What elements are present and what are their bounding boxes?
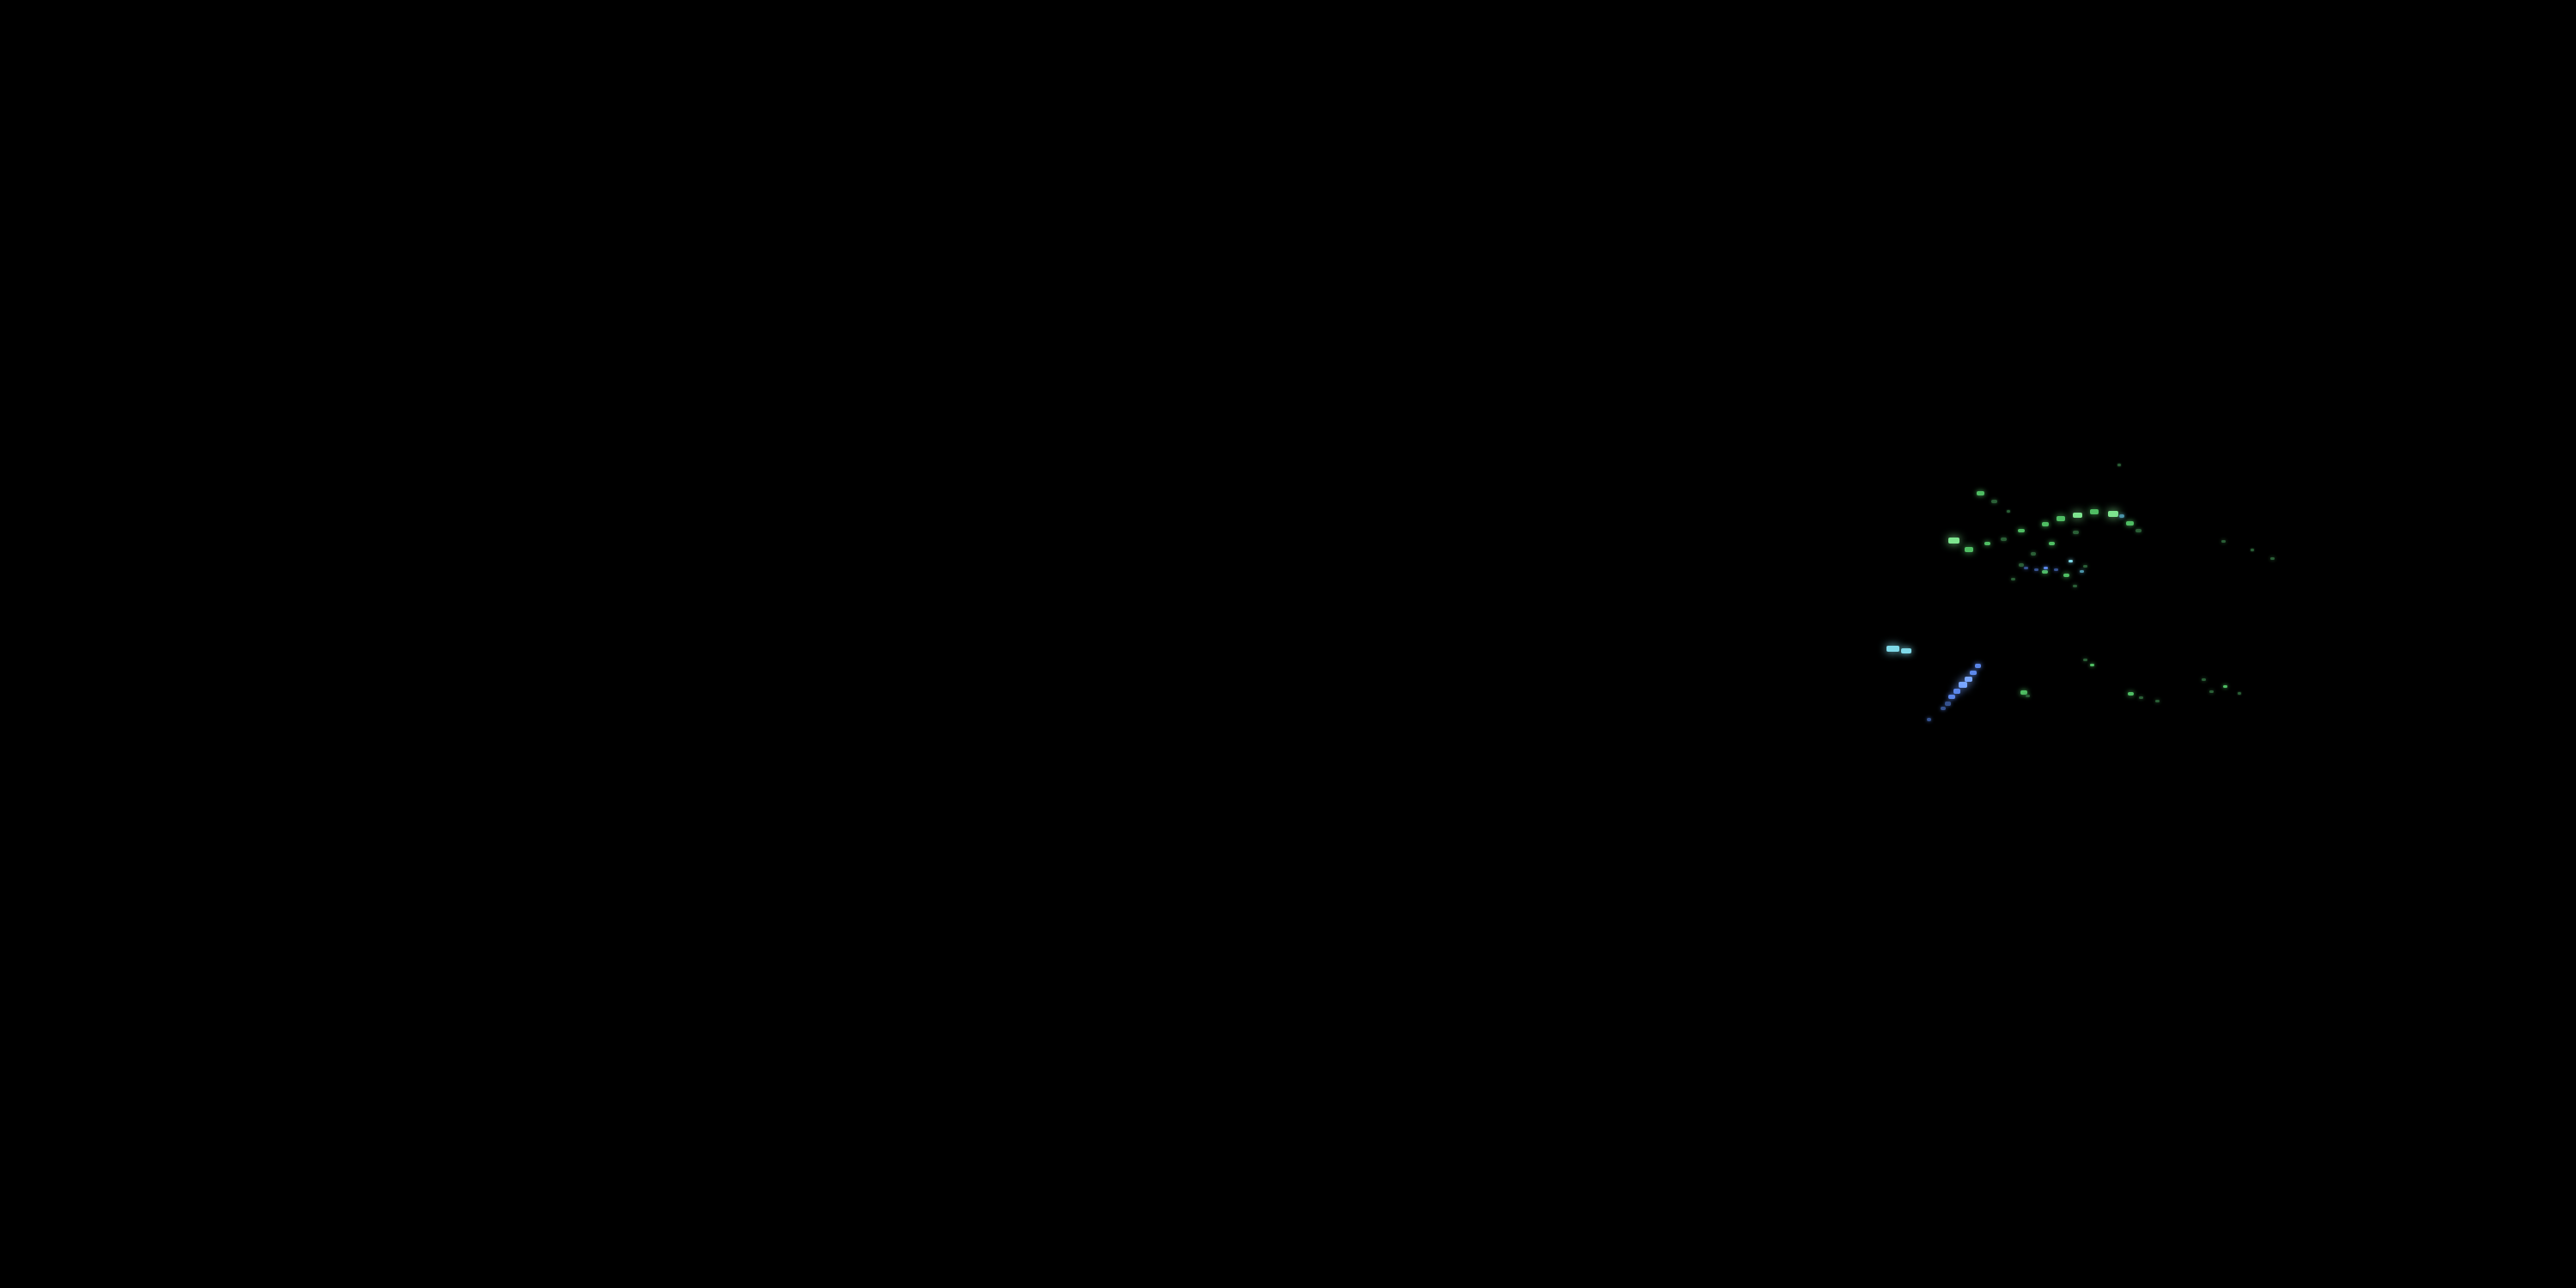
speck: [2018, 529, 2025, 532]
speck: [1977, 491, 1984, 495]
speck: [2057, 516, 2065, 521]
speck: [2251, 549, 2254, 551]
speck: [2270, 557, 2275, 560]
speck: [1970, 671, 1977, 675]
speck: [1984, 542, 1990, 545]
speck: [2073, 531, 2079, 534]
speck: [2139, 696, 2143, 699]
speck: [2063, 574, 2069, 577]
speck: [1965, 547, 1973, 552]
speck: [2019, 563, 2024, 567]
speck: [2083, 659, 2087, 661]
speck: [1991, 500, 1997, 503]
speck: [2126, 521, 2134, 526]
speck: [1959, 682, 1967, 688]
speck: [2054, 568, 2058, 571]
speck: [2221, 540, 2226, 543]
speck: [2128, 692, 2134, 696]
speck: [2020, 690, 2027, 695]
speck: [2042, 570, 2048, 574]
speck: [2202, 678, 2206, 681]
speck: [2117, 464, 2121, 466]
speck: [2119, 514, 2124, 518]
speck: [2026, 695, 2030, 697]
speck: [2001, 538, 2007, 541]
speck: [2209, 690, 2214, 693]
speck: [2108, 511, 2118, 517]
speck: [2073, 513, 2082, 518]
speck: [2238, 692, 2241, 695]
speck: [2155, 700, 2160, 702]
speck: [2007, 510, 2010, 513]
speck: [2069, 560, 2073, 562]
speck: [2136, 529, 2142, 532]
speck: [1948, 695, 1955, 699]
speck: [2083, 565, 2087, 568]
speck: [2049, 542, 2055, 545]
speck: [1953, 689, 1960, 694]
speck: [2011, 578, 2015, 580]
speck: [1965, 677, 1972, 682]
speck: [2080, 570, 2084, 573]
speck: [2031, 552, 2036, 556]
speck: [1901, 648, 1911, 653]
speck: [2042, 522, 2049, 526]
speck: [1945, 702, 1951, 706]
speck: [2223, 685, 2227, 688]
speck: [2073, 585, 2077, 587]
speck: [1941, 707, 1946, 710]
speck: [1948, 538, 1959, 544]
speck: [2034, 568, 2038, 571]
speck: [2090, 664, 2094, 666]
speck: [2090, 509, 2099, 514]
speck: [1886, 646, 1899, 652]
speck: [2044, 567, 2048, 569]
speck: [1927, 718, 1931, 721]
speck: [2024, 567, 2028, 569]
speck: [1975, 664, 1981, 668]
